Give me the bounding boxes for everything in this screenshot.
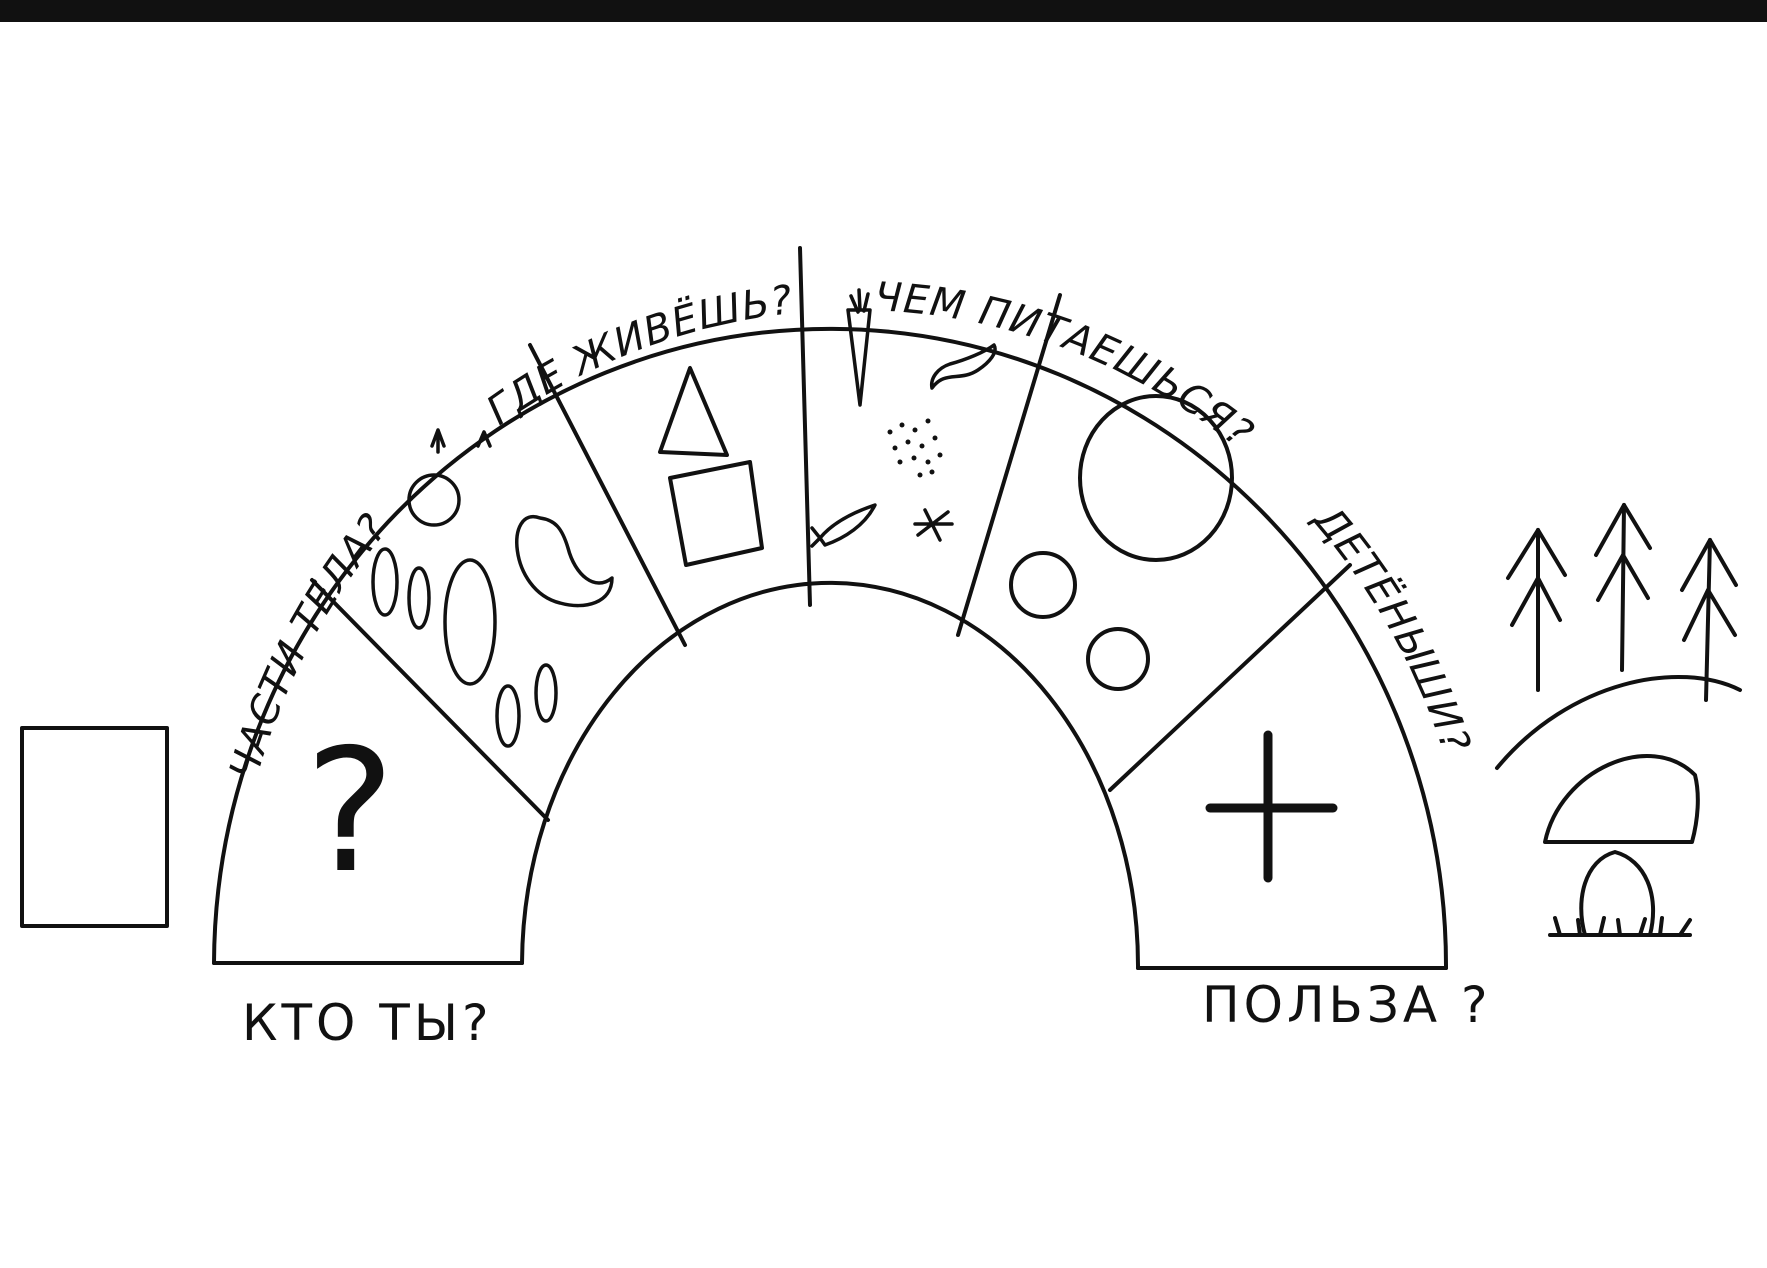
medium-circle (1011, 553, 1075, 617)
label-offspring: ДЕТЁНЫШИ? (1303, 496, 1478, 759)
body-parts-drawing (373, 430, 612, 746)
divider-5 (1110, 565, 1350, 790)
label-food: ЧЕМ ПИТАЕШЬСЯ? (873, 274, 1261, 457)
paw-2 (409, 568, 429, 628)
body-oval (445, 560, 495, 684)
paw-4 (536, 665, 556, 721)
top-border (0, 0, 1767, 22)
tree-1-icon (1508, 530, 1565, 690)
house-icon (660, 368, 762, 565)
label-benefit: ПОЛЬЗА ? (1202, 976, 1492, 1034)
label-who-are-you: КТО ТЫ? (242, 994, 493, 1052)
tree-2-icon (1596, 505, 1650, 670)
large-circle (1080, 396, 1232, 560)
head-circle (409, 475, 459, 525)
house-walls (670, 462, 762, 565)
house-roof (660, 368, 727, 455)
ear-left (432, 430, 444, 452)
paw-3 (497, 686, 519, 746)
question-mark-icon: ? (305, 713, 395, 911)
bug-icon (915, 510, 952, 540)
rainbow-arc (214, 248, 1446, 968)
divider-3 (800, 248, 810, 605)
worm-icon (932, 345, 995, 388)
fish-icon (812, 505, 875, 546)
empty-square (22, 728, 167, 926)
plus-icon (1210, 735, 1333, 878)
inner-arc (522, 583, 1138, 968)
small-circle (1088, 629, 1148, 689)
tail-shape (517, 517, 612, 606)
label-habitat: ГДЕ ЖИВЁШЬ? (478, 277, 795, 434)
seeds-icon (888, 419, 943, 478)
paw-1 (373, 549, 397, 615)
hill-line (1497, 677, 1740, 768)
carrot-icon (848, 310, 870, 405)
forest-mushroom-drawing (1497, 505, 1740, 935)
grass-icon (1550, 918, 1690, 935)
mushroom-cap (1545, 756, 1698, 842)
offspring-drawing (1011, 396, 1232, 689)
